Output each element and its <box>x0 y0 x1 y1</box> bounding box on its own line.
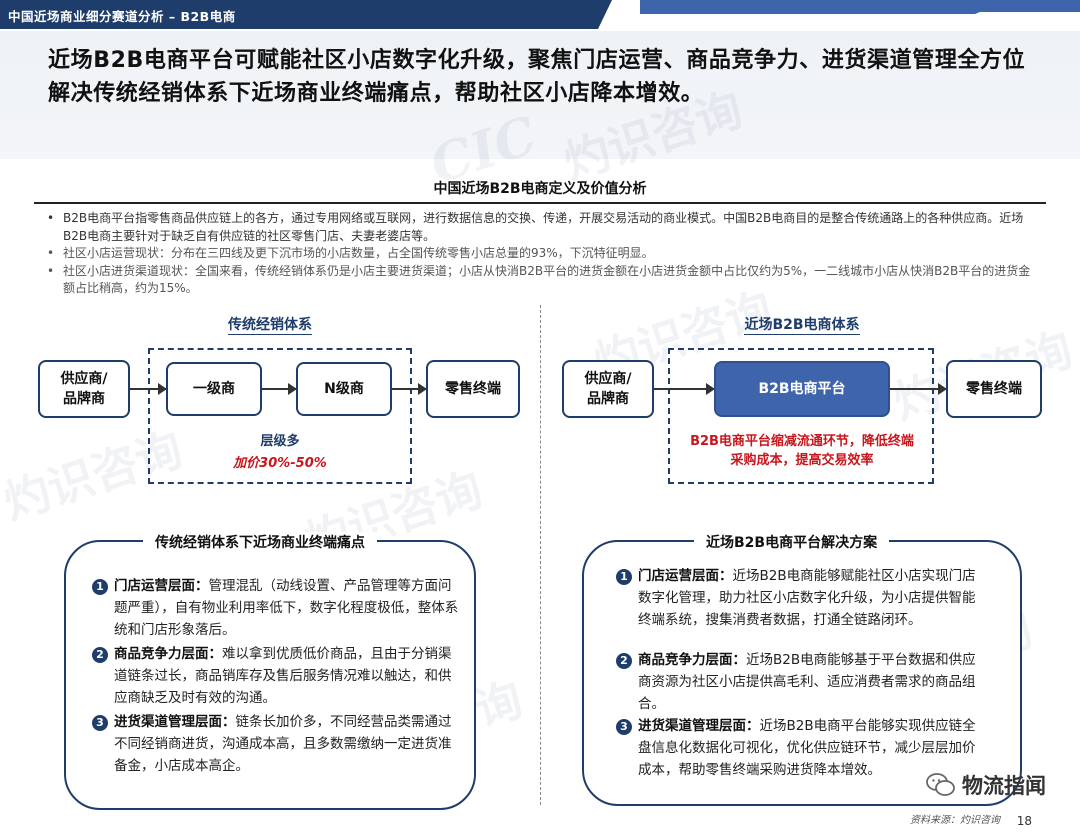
breadcrumb: 中国近场商业细分赛道分析 – B2B电商 <box>8 9 236 24</box>
flow-arrow <box>262 383 297 395</box>
supplier-box: 供应商/ 品牌商 <box>38 360 130 418</box>
levelN-box: N级商 <box>296 362 392 416</box>
section-divider <box>34 202 1046 204</box>
flow-arrow <box>890 383 947 395</box>
markup-note: 加价30%-50% <box>233 456 327 471</box>
middlemen-frame <box>148 348 412 484</box>
bullet-item: 社区小店进货渠道现状：全国来看，传统经销体系仍是小店主要进货渠道；小店从快消B2… <box>45 263 1035 298</box>
pain-points-panel <box>64 540 476 810</box>
solution-item: 商品竞争力层面：近场B2B电商能够基于平台数据和供应商资源为社区小店提供高毛利、… <box>638 652 976 712</box>
item-number: 3 <box>616 719 632 735</box>
pain-item: 商品竞争力层面：难以拿到优质低价商品，且由于分销渠道链条过长，商品销库存及售后服… <box>114 646 452 706</box>
flow-arrow <box>130 383 167 395</box>
definition-bullets: B2B电商平台指零售商品供应链上的各方，通过专用网络或互联网，进行数据信息的交换… <box>45 210 1035 298</box>
vertical-divider <box>540 305 541 805</box>
source-note: 资料来源：灼识咨询 <box>910 815 1000 826</box>
level1-box: 一级商 <box>166 362 262 416</box>
page-headline: 近场B2B电商平台可赋能社区小店数字化升级，聚焦门店运营、商品竞争力、进货渠道管… <box>48 48 1026 106</box>
efficiency-note: B2B电商平台缩减流通环节，降低终端采购成本，提高交易效率 <box>690 434 914 468</box>
solutions-title: 近场B2B电商平台解决方案 <box>694 532 890 552</box>
pain-item: 进货渠道管理层面：链条长加价多，不同经营品类需通过不同经销商进货，沟通成本高，且… <box>114 714 452 774</box>
b2b-title: 近场B2B电商体系 <box>744 317 860 335</box>
solution-item: 进货渠道管理层面：近场B2B电商平台能够实现供应链全盘信息化数据化可视化，优化供… <box>638 718 976 778</box>
flow-arrow <box>392 383 427 395</box>
headline-band <box>0 31 1080 159</box>
solutions-panel <box>582 540 1022 806</box>
item-number: 3 <box>92 715 108 731</box>
definition-title: 中国近场B2B电商定义及价值分析 <box>433 181 647 197</box>
item-number: 2 <box>616 653 632 669</box>
retail-box: 零售终端 <box>946 360 1042 418</box>
flow-arrow <box>654 383 715 395</box>
pain-item: 门店运营层面：管理混乱（动线设置、产品管理等方面问题严重），自有物业利用率低下，… <box>114 578 459 638</box>
item-number: 1 <box>92 579 108 595</box>
pain-points-title: 传统经销体系下近场商业终端痛点 <box>143 532 377 552</box>
wechat-icon <box>926 772 956 798</box>
page-number: 18 <box>1016 814 1032 828</box>
item-number: 2 <box>92 647 108 663</box>
item-number: 1 <box>616 569 632 585</box>
layers-note: 层级多 <box>260 434 300 449</box>
brand-mark: 物流指闻 <box>926 770 1046 800</box>
bullet-item: B2B电商平台指零售商品供应链上的各方，通过专用网络或互联网，进行数据信息的交换… <box>45 210 1035 245</box>
supplier-box: 供应商/ 品牌商 <box>562 360 654 418</box>
solution-item: 门店运营层面：近场B2B电商能够赋能社区小店实现门店数字化管理，助力社区小店数字… <box>638 568 976 628</box>
platform-frame <box>668 348 934 484</box>
b2b-platform-box: B2B电商平台 <box>714 361 890 417</box>
bullet-item: 社区小店运营现状：分布在三四线及更下沉市场的小店数量，占全国传统零售小店总量的9… <box>45 245 1035 263</box>
retail-box: 零售终端 <box>426 360 520 418</box>
header-ribbon: 中国近场商业细分赛道分析 – B2B电商 <box>0 0 1080 30</box>
traditional-title: 传统经销体系 <box>228 317 312 335</box>
brand-name: 物流指闻 <box>962 774 1046 798</box>
ribbon-shape <box>0 0 1080 29</box>
